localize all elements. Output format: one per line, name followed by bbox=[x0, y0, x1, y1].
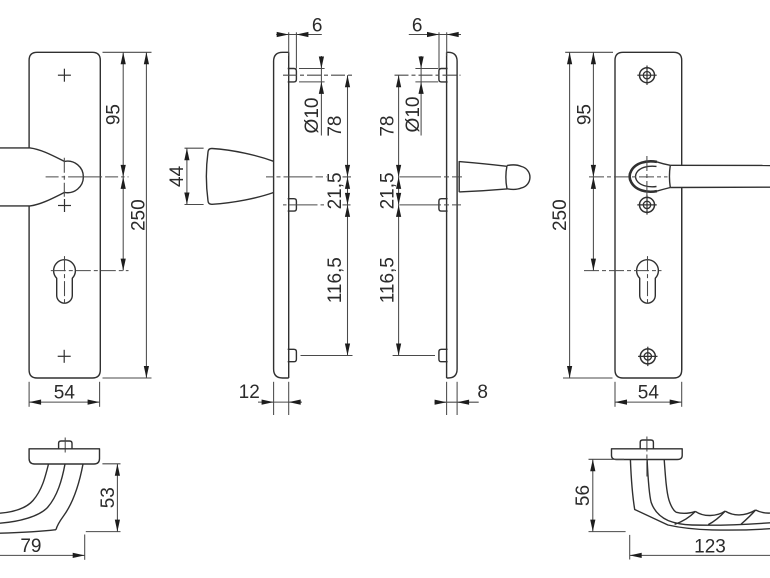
svg-text:Ø10: Ø10 bbox=[302, 98, 323, 134]
svg-text:78: 78 bbox=[325, 115, 346, 136]
svg-text:6: 6 bbox=[312, 15, 323, 36]
svg-text:Ø10: Ø10 bbox=[403, 97, 424, 133]
svg-text:8: 8 bbox=[477, 382, 488, 403]
svg-text:95: 95 bbox=[575, 104, 596, 125]
svg-text:21,5: 21,5 bbox=[378, 172, 399, 209]
svg-text:116,5: 116,5 bbox=[378, 257, 399, 303]
svg-text:21,5: 21,5 bbox=[325, 172, 346, 209]
svg-text:12: 12 bbox=[239, 382, 260, 403]
svg-text:95: 95 bbox=[103, 104, 124, 125]
svg-text:123: 123 bbox=[694, 537, 726, 558]
svg-text:53: 53 bbox=[98, 487, 119, 508]
svg-text:56: 56 bbox=[573, 485, 594, 506]
svg-text:44: 44 bbox=[167, 165, 188, 187]
svg-text:79: 79 bbox=[20, 536, 41, 557]
svg-text:54: 54 bbox=[54, 383, 76, 404]
svg-text:250: 250 bbox=[550, 199, 571, 231]
svg-text:250: 250 bbox=[129, 199, 150, 231]
svg-text:6: 6 bbox=[412, 15, 423, 36]
svg-text:54: 54 bbox=[638, 383, 660, 404]
svg-text:78: 78 bbox=[378, 115, 399, 136]
svg-text:116,5: 116,5 bbox=[325, 257, 346, 303]
